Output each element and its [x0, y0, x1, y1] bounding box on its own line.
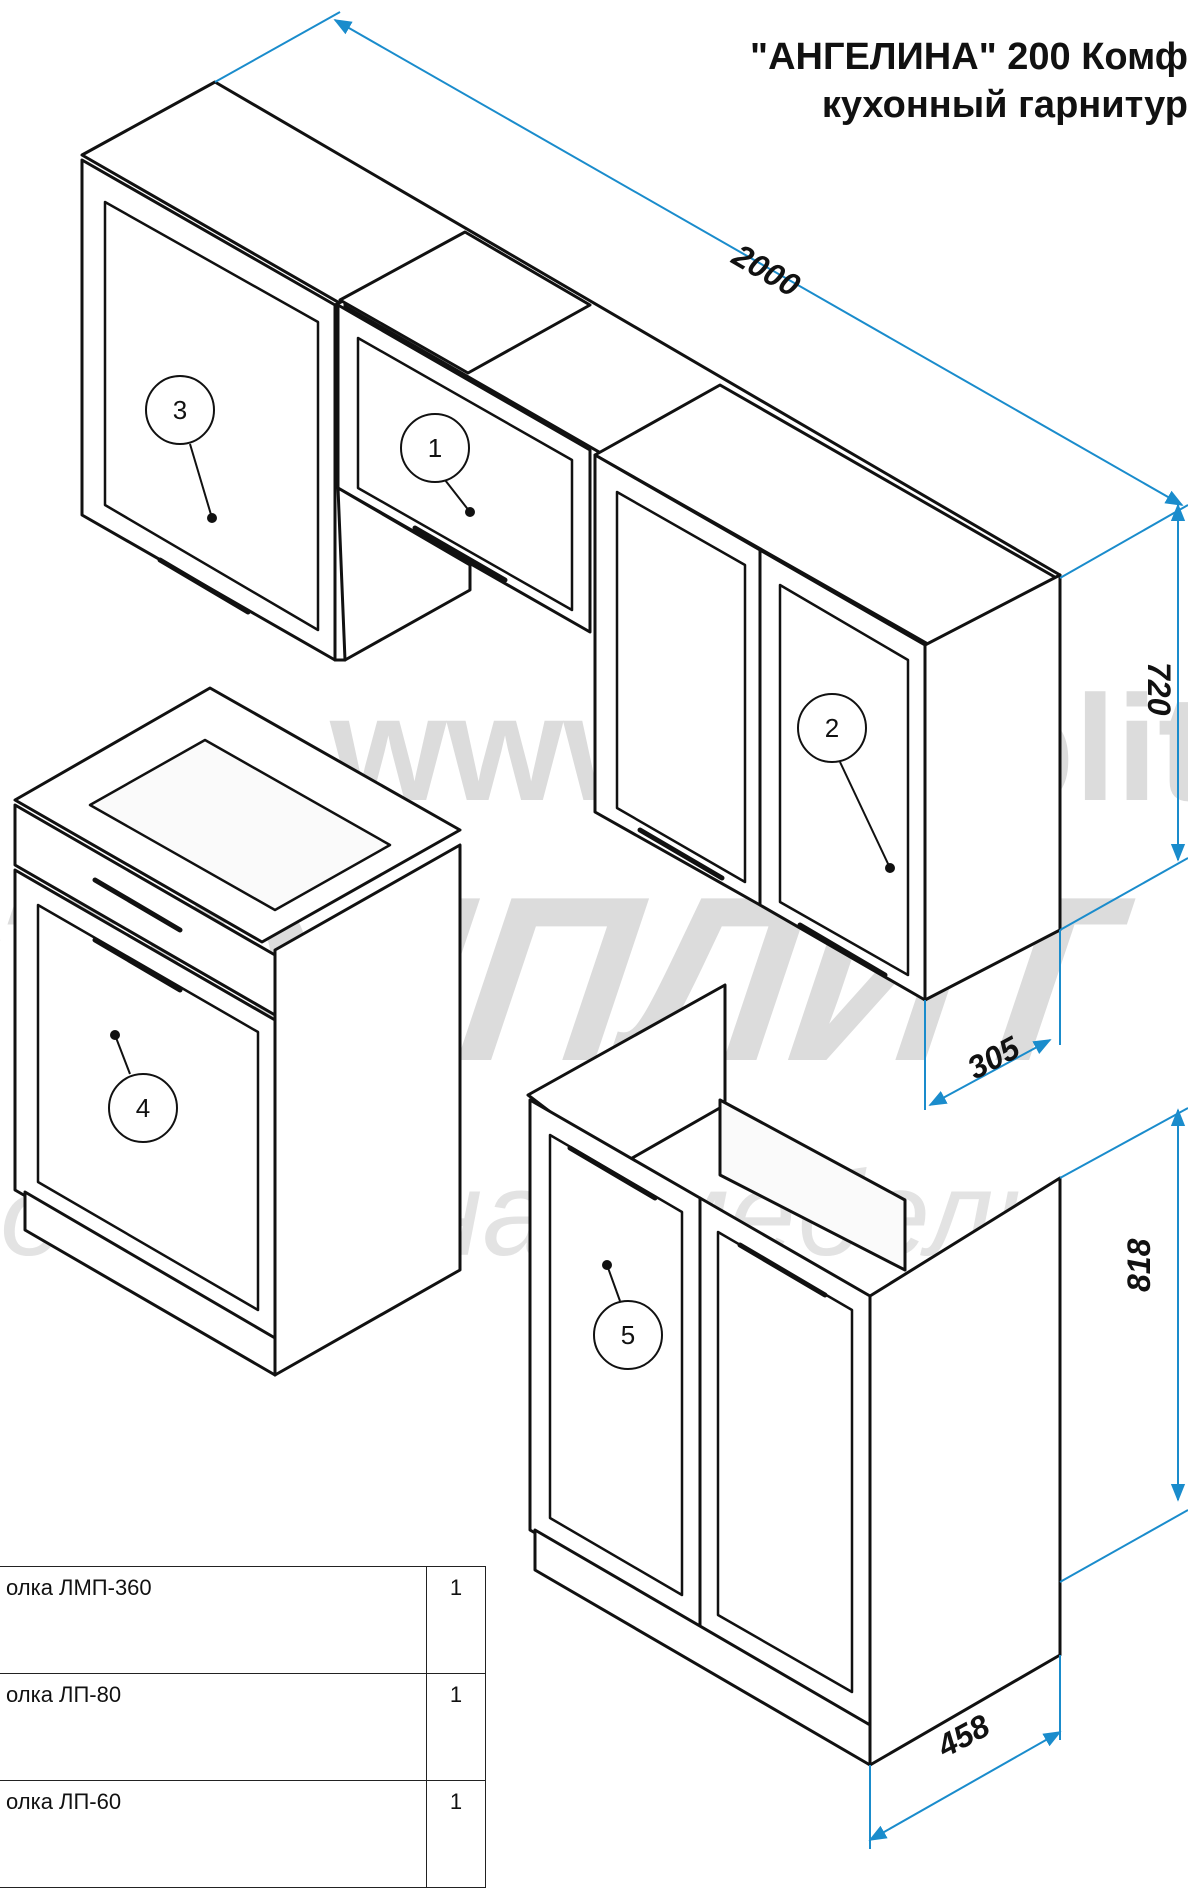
callout-3: 3 [145, 375, 217, 523]
callout-2: 2 [797, 693, 895, 873]
table-row: олка ЛМП-360 1 [0, 1566, 486, 1674]
dim-305-line [928, 1039, 1052, 1106]
svg-text:5: 5 [621, 1320, 635, 1350]
callout-4: 4 [108, 1030, 178, 1143]
dim-2000-line [333, 19, 1184, 506]
part-name: олка ЛП-80 [0, 1673, 427, 1781]
parts-table: олка ЛМП-360 1 олка ЛП-80 1 олка ЛП-60 1 [0, 1566, 486, 1888]
cabinet-4-top-opening [88, 738, 392, 912]
cabinet-3-door-inner [103, 200, 320, 632]
callouts: 1 2 3 4 5 [108, 375, 895, 1370]
svg-text:2: 2 [825, 713, 839, 743]
svg-text:1: 1 [428, 433, 442, 463]
part-name: олка ЛМП-360 [0, 1566, 427, 1674]
dim-2000-label: 2000 [726, 236, 807, 303]
part-qty: 1 [426, 1566, 486, 1674]
cabinet-2-door-left-inner [615, 490, 747, 884]
title-line-2: кухонный гарнитур [821, 84, 1188, 126]
upper-handles [157, 525, 888, 978]
dim-458-line [868, 1731, 1062, 1841]
svg-text:3: 3 [173, 395, 187, 425]
cabinet-4-side [273, 843, 462, 1377]
cabinet-4-handles [92, 877, 183, 993]
cabinet-5-handles [567, 1145, 828, 1298]
callout-1: 1 [400, 413, 475, 517]
part-name: олка ЛП-60 [0, 1780, 427, 1888]
callout-5: 5 [593, 1260, 663, 1370]
cabinet-2-door-right-inner [778, 583, 910, 977]
cabinet-4-door-inner [36, 903, 260, 1312]
table-row: олка ЛП-80 1 [0, 1673, 486, 1781]
kitchen-diagram: www.stolplit.r СТОЛПЛИТ доступная мебель [0, 11, 1188, 1849]
part-qty: 1 [426, 1780, 486, 1888]
title-line-1: "АНГЕЛИНА" 200 Комф [750, 36, 1188, 78]
cabinet-1-lower-body [336, 486, 472, 662]
dimension-lines [214, 11, 1188, 1849]
part-qty: 1 [426, 1673, 486, 1781]
table-row: олка ЛП-60 1 [0, 1780, 486, 1888]
dim-818-label: 818 [1121, 1238, 1157, 1292]
dim-720-label: 720 [1141, 662, 1177, 716]
cabinet-5-inner-back [718, 1098, 907, 1272]
svg-text:4: 4 [136, 1093, 150, 1123]
cabinet-2-side [923, 573, 1062, 1002]
